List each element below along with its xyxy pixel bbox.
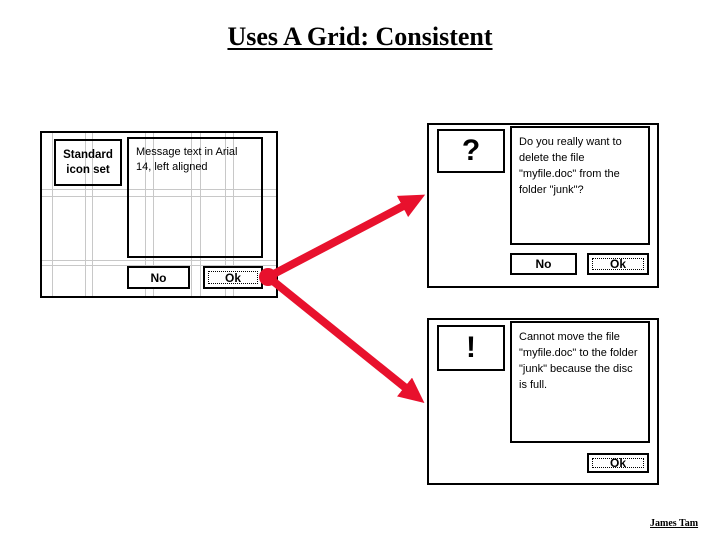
template-no-button: No xyxy=(127,266,190,289)
error-ok-button: Ok xyxy=(587,453,649,473)
error-ok-focus-ring: Ok xyxy=(592,456,644,470)
question-icon: ? xyxy=(437,129,505,173)
template-message-area: Message text in Arial 14, left aligned xyxy=(127,137,263,258)
arrow-to-confirm-dialog xyxy=(266,194,426,281)
template-ok-button: Ok xyxy=(203,266,263,289)
template-dialog: Standard icon set Message text in Arial … xyxy=(40,131,278,298)
template-icon-slot-label: Standard icon set xyxy=(63,148,113,176)
template-icon-slot: Standard icon set xyxy=(54,139,122,186)
confirm-ok-button: Ok xyxy=(587,253,649,275)
confirm-message-text: Do you really want to delete the file "m… xyxy=(510,126,650,245)
question-icon-glyph: ? xyxy=(461,134,481,167)
confirm-ok-focus-ring: Ok xyxy=(592,257,644,271)
template-ok-focus-ring: Ok xyxy=(208,271,258,285)
slide-title-text: Uses A Grid: Consistent xyxy=(227,22,493,51)
arrow-to-error-dialog xyxy=(265,273,425,404)
confirm-dialog: ? Do you really want to delete the file … xyxy=(427,123,659,288)
exclamation-icon: ! xyxy=(437,325,505,371)
exclamation-icon-glyph: ! xyxy=(466,331,476,364)
error-dialog: ! Cannot move the file "myfile.doc" to t… xyxy=(427,318,659,485)
confirm-no-button: No xyxy=(510,253,577,275)
error-message-text: Cannot move the file "myfile.doc" to the… xyxy=(510,321,650,443)
author-credit: James Tam xyxy=(650,518,699,529)
slide-title: Uses A Grid: Consistent xyxy=(0,22,720,52)
